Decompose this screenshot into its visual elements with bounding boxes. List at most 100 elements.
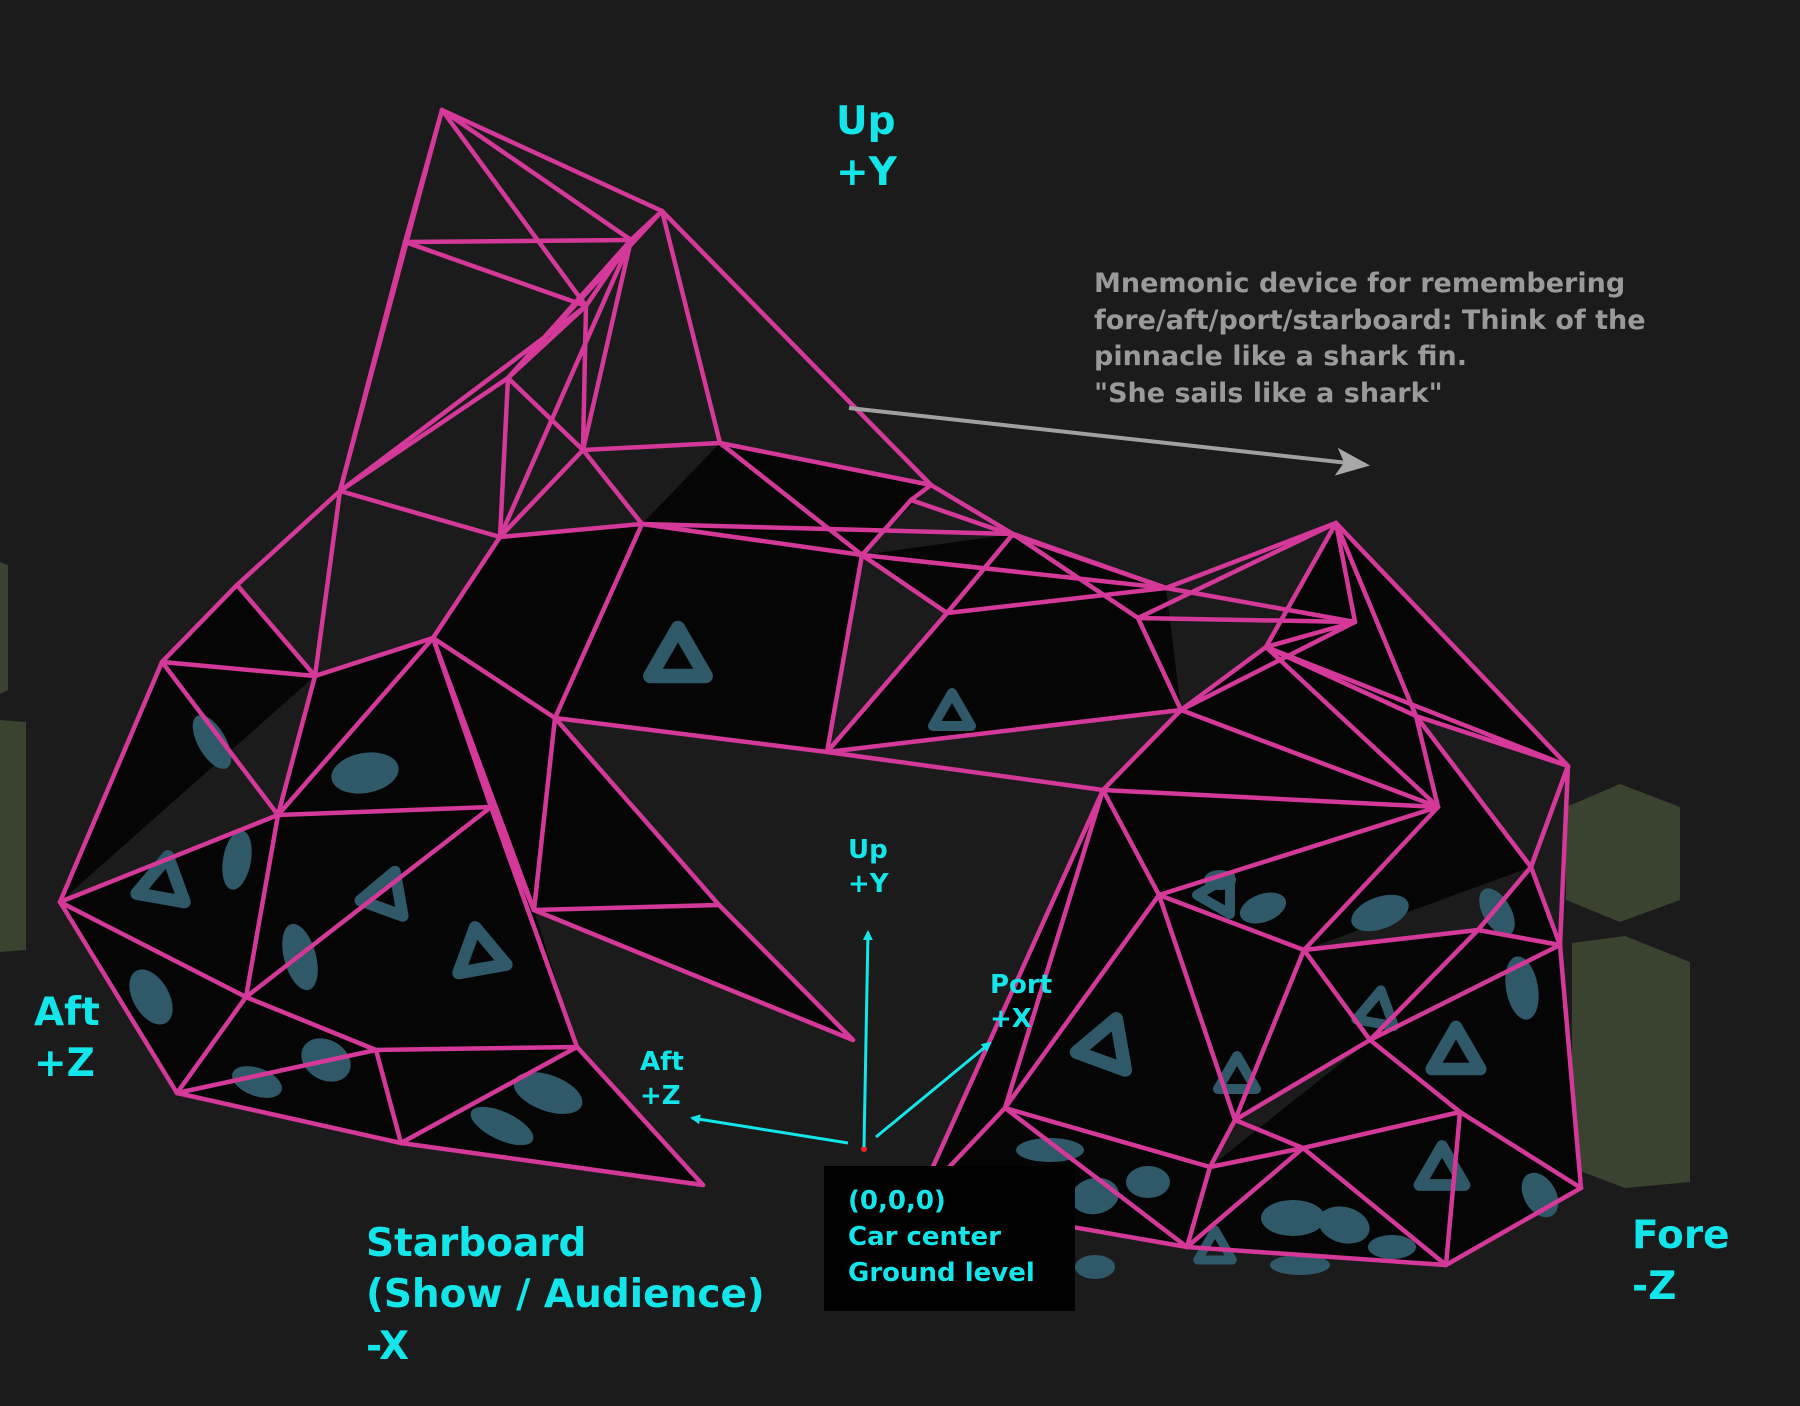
- label-axis-up-line2: +Y: [848, 869, 889, 900]
- frame-edge-99: [1100, 787, 1162, 898]
- frame-edge-80: [243, 804, 494, 1000]
- frame-edge-26: [717, 440, 865, 558]
- frame-edge-19: [337, 375, 511, 494]
- mnemonic-line1: Mnemonic device for remembering: [1094, 268, 1626, 299]
- frame-edge-121: [1367, 942, 1563, 1043]
- frame-edge-84: [57, 899, 180, 1096]
- frame-edge-12: [505, 237, 634, 381]
- pattern-blob-17: [1270, 1255, 1330, 1275]
- pattern-ring-0: [643, 620, 713, 684]
- panel-0: [433, 524, 642, 718]
- frame-edge-63: [275, 673, 318, 818]
- frame-edge-30: [928, 482, 1016, 537]
- label-axis-port-line1: Port: [990, 970, 1053, 1000]
- frame-edge-129: [1207, 1145, 1306, 1170]
- frame-edge-40: [1135, 615, 1358, 625]
- frame-edge-105: [1156, 892, 1238, 1123]
- pattern-ring-7: [1425, 1020, 1487, 1076]
- frame-edge-131: [1300, 1109, 1463, 1151]
- pattern-blob-11: [1261, 1200, 1325, 1236]
- label-fore-right-line1: Fore: [1632, 1213, 1730, 1258]
- frame-edge-110: [1475, 864, 1534, 933]
- frame-edge-33: [859, 552, 1169, 591]
- frame-edge-38: [1163, 585, 1358, 625]
- label-fore-right-line2: -Z: [1632, 1264, 1677, 1310]
- frame-edge-136: [1443, 1185, 1584, 1268]
- axis-aft-arrow: [690, 1114, 849, 1145]
- frame-edge-53: [824, 707, 1184, 755]
- pattern-blob-1: [222, 830, 252, 890]
- label-axis-aft: Aft +Z: [640, 1045, 684, 1114]
- frame-edge-72: [824, 610, 950, 755]
- frame-edge-70: [944, 531, 1016, 616]
- frame-edge-21: [497, 375, 511, 540]
- frame-edge-59: [159, 659, 318, 679]
- frame-edge-44: [1333, 520, 1571, 769]
- frame-edge-49: [1263, 644, 1419, 719]
- frame-edge-91: [574, 1044, 706, 1188]
- pattern-ring-2: [130, 850, 191, 909]
- panel-4: [433, 638, 719, 910]
- frame-edge-95: [531, 902, 722, 913]
- pattern-blob-20: [192, 715, 232, 769]
- pattern-blob-10: [1126, 1166, 1170, 1198]
- frame-edge-61: [159, 659, 281, 818]
- frame-edge-62: [312, 635, 436, 679]
- frame-edge-16: [580, 303, 589, 453]
- side-blocks: [0, 562, 1690, 1188]
- frame-edge-17: [337, 303, 589, 494]
- frame-edge-76: [275, 635, 436, 818]
- frame-edge-111: [1367, 927, 1481, 1043]
- mnemonic-line4: "She sails like a shark": [1094, 378, 1443, 410]
- panel-15: [1370, 867, 1560, 1040]
- frame-edge-140: [1178, 644, 1269, 713]
- pattern-ring-5: [1069, 1012, 1133, 1077]
- panel-22: [1103, 647, 1438, 807]
- frame-edge-66: [552, 521, 645, 721]
- side-block-right-lower: [1572, 936, 1690, 1188]
- frame-edge-2: [439, 107, 634, 243]
- frame-edge-124: [1207, 1117, 1238, 1170]
- frame-edge-78: [57, 812, 281, 905]
- panel-9: [246, 807, 577, 1050]
- frame-edge-85: [174, 994, 249, 1096]
- frame-edge-31: [859, 497, 914, 558]
- frame-edge-139: [1100, 787, 1441, 810]
- label-aft-left-line2: +Z: [34, 1041, 95, 1087]
- side-block-left-lower: [0, 720, 26, 952]
- frame-edge-102: [1156, 892, 1307, 953]
- frame-edge-123: [1232, 1037, 1373, 1123]
- pattern-ring-4: [452, 921, 513, 980]
- frame-edge-64: [430, 534, 503, 641]
- frame-edge-27: [639, 521, 865, 558]
- frame-edge-50: [1263, 644, 1441, 810]
- frame-edge-3: [439, 107, 589, 309]
- frame-edge-128: [1002, 1105, 1190, 1250]
- frame-edge-9: [659, 208, 723, 446]
- frame-edge-37: [1163, 520, 1339, 591]
- pattern-ring-11: [1351, 985, 1399, 1032]
- frame-edge-48: [1263, 644, 1571, 769]
- axis-up-arrow: [862, 930, 873, 1148]
- pattern-blob-12: [1318, 1206, 1370, 1244]
- frame-edge-88: [373, 1047, 404, 1146]
- frame-edge-20: [505, 375, 586, 453]
- panel-8: [60, 815, 278, 1093]
- frame-edge-46: [1263, 619, 1358, 650]
- frame-edge-6: [402, 239, 589, 309]
- frame-edge-58: [234, 582, 318, 679]
- label-axis-port: Port +X: [990, 968, 1052, 1037]
- frame-edge-35: [1010, 531, 1169, 591]
- origin-car-center: Car center: [848, 1221, 1001, 1252]
- label-axis-up-line1: Up: [848, 835, 888, 865]
- frame-edge-92: [174, 1090, 404, 1146]
- frame-edge-22: [580, 440, 723, 453]
- origin-ground-level: Ground level: [848, 1257, 1035, 1288]
- label-axis-aft-line2: +Z: [640, 1081, 681, 1112]
- frame-edge-104: [1156, 804, 1441, 898]
- frame-edge-117: [1413, 713, 1571, 769]
- frame-edge-14: [497, 237, 634, 540]
- frame-edge-103: [1002, 892, 1162, 1111]
- side-block-left-upper: [0, 562, 8, 694]
- frame-edge-109: [1301, 804, 1441, 953]
